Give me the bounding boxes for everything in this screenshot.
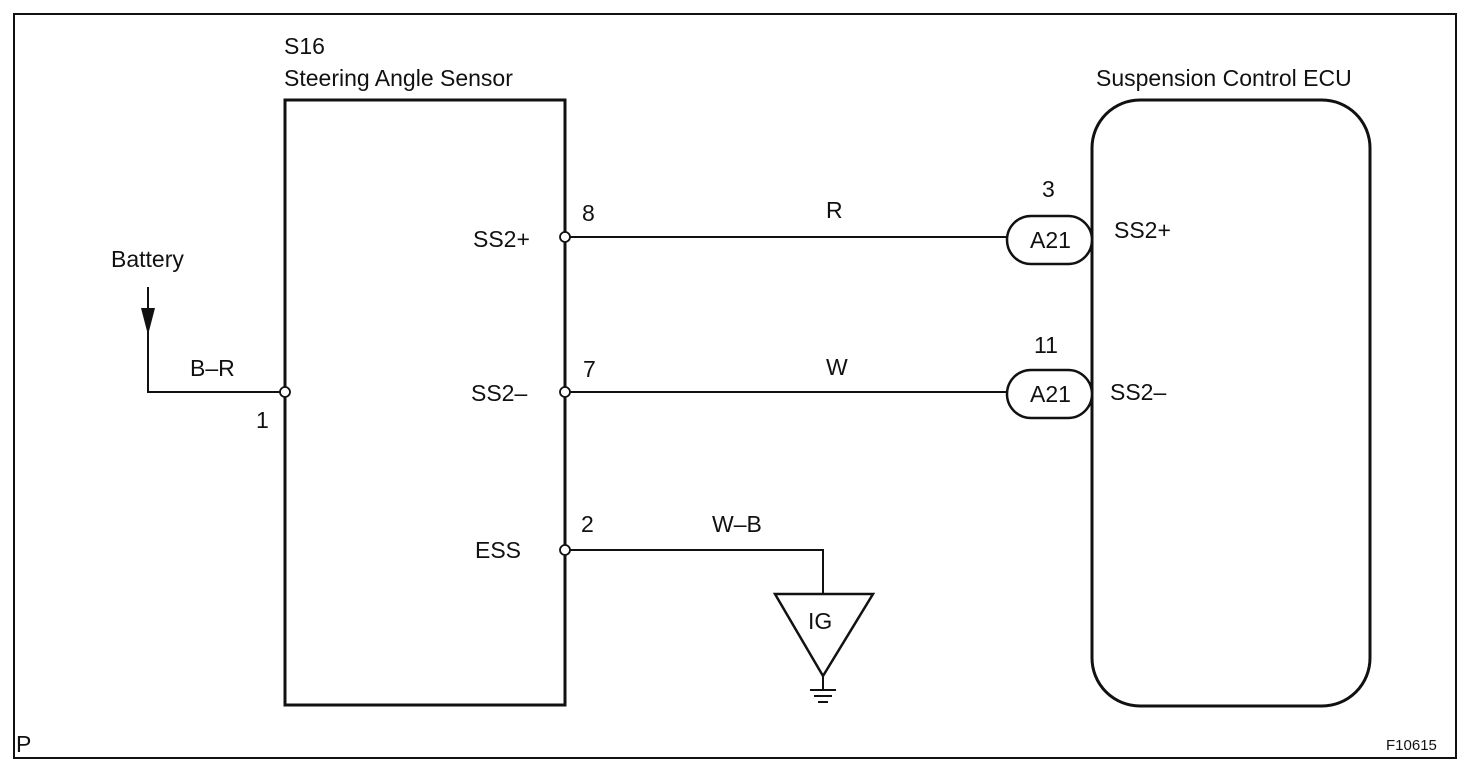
wire-label-w-b: W–B <box>712 511 762 537</box>
pin-7-terminal <box>559 386 571 398</box>
connector-a21-upper-label: A21 <box>1030 227 1071 253</box>
ecu-terminal-ss2-plus: SS2+ <box>1114 217 1171 243</box>
sensor-name: Steering Angle Sensor <box>284 65 513 91</box>
wire-label-r: R <box>826 197 843 223</box>
wire-label-w: W <box>826 354 848 380</box>
wire-b-r <box>147 330 285 393</box>
suspension-ecu-box <box>1090 98 1372 708</box>
diagram-frame <box>13 13 1457 759</box>
connector-a21-lower <box>1005 368 1094 420</box>
ecu-name: Suspension Control ECU <box>1096 65 1352 91</box>
sensor-code: S16 <box>284 33 325 59</box>
pin-8-terminal <box>559 231 571 243</box>
ig-junction-triangle <box>772 592 876 679</box>
connector-pin-11-label: 11 <box>1034 332 1058 358</box>
pin-2-terminal <box>559 544 571 556</box>
wire-label-b-r: B–R <box>190 355 235 381</box>
pin-7-label: 7 <box>583 356 596 382</box>
ecu-terminal-ss2-minus: SS2– <box>1110 379 1166 405</box>
corner-label-left: P <box>16 731 31 757</box>
connector-pin-3-label: 3 <box>1042 176 1055 202</box>
terminal-ess-label: ESS <box>475 537 521 563</box>
ig-junction-label: IG <box>808 608 832 634</box>
terminal-ss2-plus-label: SS2+ <box>473 226 530 252</box>
pin-8-label: 8 <box>582 200 595 226</box>
pin-1-terminal <box>279 386 291 398</box>
connector-a21-lower-label: A21 <box>1030 381 1071 407</box>
wire-w-b <box>565 549 824 594</box>
connector-a21-upper <box>1005 214 1094 266</box>
battery-arrow-head <box>141 308 155 335</box>
battery-label: Battery <box>111 246 184 272</box>
pin-2-label: 2 <box>581 511 594 537</box>
terminal-ss2-minus-label: SS2– <box>471 380 527 406</box>
pin-1-label: 1 <box>256 407 269 433</box>
steering-angle-sensor-box <box>283 98 567 707</box>
figure-code: F10615 <box>1386 737 1437 754</box>
